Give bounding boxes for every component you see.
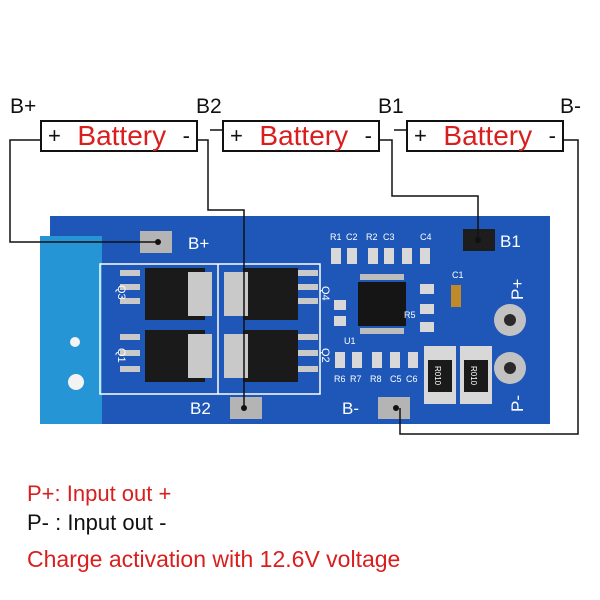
terminal-label-b2: B2 bbox=[196, 95, 222, 118]
svg-text:R010: R010 bbox=[433, 366, 442, 386]
svg-text:C1: C1 bbox=[452, 270, 464, 280]
battery-minus-sign: - bbox=[548, 123, 556, 148]
battery-plus-sign: + bbox=[230, 123, 243, 148]
connection-wires bbox=[9, 129, 579, 435]
svg-text:Q1: Q1 bbox=[115, 348, 127, 363]
svg-text:Q3: Q3 bbox=[115, 285, 127, 300]
smd-bottom-row bbox=[335, 352, 418, 368]
mosfet-q3 bbox=[120, 268, 212, 320]
battery-1: + Battery - bbox=[40, 120, 198, 152]
note-charge-activation: Charge activation with 12.6V voltage bbox=[27, 546, 401, 572]
silk-bplus: B+ bbox=[188, 234, 209, 253]
silk-pplus: P+ bbox=[508, 279, 527, 300]
svg-text:R5: R5 bbox=[404, 310, 416, 320]
battery-2: + Battery - bbox=[222, 120, 380, 152]
battery-plus-sign: + bbox=[414, 123, 427, 148]
shunt-resistor-2 bbox=[460, 346, 492, 404]
terminal-label-bplus: B+ bbox=[10, 95, 37, 118]
mount-hole-small bbox=[70, 337, 80, 347]
component-refs: R1 C2 R2 C3 C4 C1 R5 U1 R6 R7 R8 C5 C6 Q… bbox=[115, 232, 478, 386]
mosfet-q1 bbox=[120, 330, 212, 382]
svg-text:Q4: Q4 bbox=[319, 286, 331, 301]
battery-minus-sign: - bbox=[364, 123, 372, 148]
terminal-label-bminus: B- bbox=[560, 95, 581, 118]
wire-bminus bbox=[399, 139, 579, 435]
silk-bminus: B- bbox=[342, 399, 359, 418]
note-pminus: P- : Input out - bbox=[27, 510, 167, 535]
wire-bplus bbox=[9, 139, 158, 243]
svg-text:R1: R1 bbox=[330, 232, 342, 242]
svg-text:U1: U1 bbox=[344, 336, 356, 346]
terminal-label-b1: B1 bbox=[378, 95, 404, 118]
svg-text:R8: R8 bbox=[370, 374, 382, 384]
svg-text:Q2: Q2 bbox=[319, 348, 331, 363]
wire-b1 bbox=[380, 139, 479, 240]
svg-text:R6: R6 bbox=[334, 374, 346, 384]
silk-pminus: P- bbox=[508, 395, 527, 412]
battery-label: Battery bbox=[443, 120, 533, 151]
battery-label: Battery bbox=[259, 120, 349, 151]
mosfet-q4 bbox=[224, 268, 318, 320]
svg-text:R2: R2 bbox=[366, 232, 378, 242]
wire-b2 bbox=[196, 139, 245, 408]
battery-3: + Battery - bbox=[406, 120, 564, 152]
pcb-left-tab bbox=[40, 236, 102, 424]
svg-text:C6: C6 bbox=[406, 374, 418, 384]
silk-b1: B1 bbox=[500, 232, 521, 251]
shunt-resistor-1 bbox=[424, 346, 456, 404]
ic-u1 bbox=[358, 274, 406, 334]
wire-dots bbox=[155, 237, 481, 411]
svg-text:C3: C3 bbox=[383, 232, 395, 242]
svg-text:C2: C2 bbox=[346, 232, 358, 242]
battery-plus-sign: + bbox=[48, 123, 61, 148]
svg-text:C4: C4 bbox=[420, 232, 432, 242]
silk-b2: B2 bbox=[190, 399, 211, 418]
mount-hole bbox=[68, 374, 84, 390]
svg-text:R010: R010 bbox=[469, 366, 478, 386]
battery-label: Battery bbox=[77, 120, 167, 151]
smd-top-row bbox=[331, 248, 430, 264]
svg-text:R7: R7 bbox=[350, 374, 362, 384]
battery-minus-sign: - bbox=[182, 123, 190, 148]
smd-right bbox=[334, 284, 461, 332]
note-pplus: P+: Input out + bbox=[27, 481, 172, 506]
svg-text:C5: C5 bbox=[390, 374, 402, 384]
mosfet-outline bbox=[99, 263, 321, 395]
